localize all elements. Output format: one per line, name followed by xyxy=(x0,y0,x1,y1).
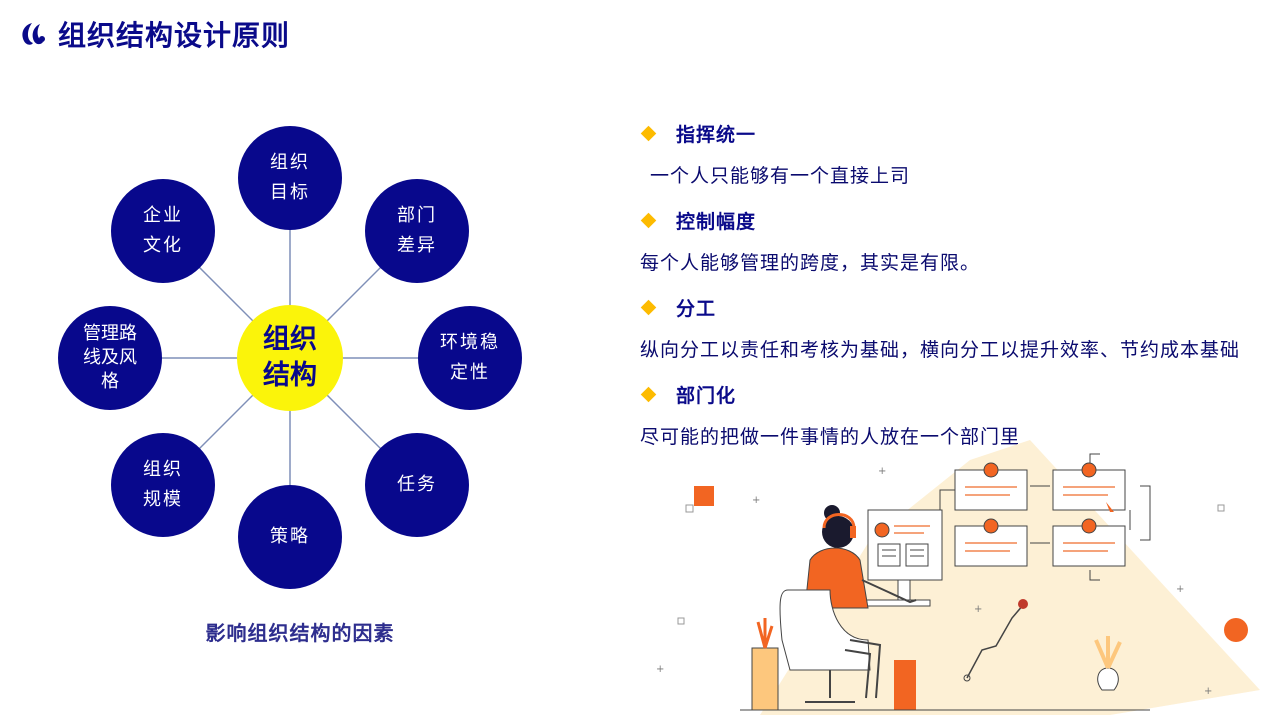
computer-monitor xyxy=(819,509,943,607)
diamond-bullet-icon xyxy=(640,212,657,228)
principle-description: 纵向分工以责任和考核为基础，横向分工以提升效率、节约成本基础 xyxy=(640,339,1241,361)
factor-node-goal: 组织 目标 xyxy=(238,126,342,230)
user-avatar-icon xyxy=(1081,518,1097,534)
svg-text:+: + xyxy=(878,466,886,477)
plant-pot-left xyxy=(751,647,779,711)
diamond-bullet-icon xyxy=(640,125,657,141)
svg-text:+: + xyxy=(1204,686,1212,697)
small-square-deco xyxy=(685,504,694,513)
principle-heading: 部门化 xyxy=(640,379,1280,409)
diamond-bullet-icon xyxy=(640,386,657,402)
principle-title: 分工 xyxy=(676,297,717,320)
user-avatar-icon xyxy=(983,462,999,478)
desk-lamp xyxy=(966,603,1025,679)
principle-heading: 指挥统一 xyxy=(640,118,1280,148)
title-bar: 组织结构设计原则 xyxy=(18,14,290,54)
diagram-caption: 影响组织结构的因素 xyxy=(205,621,395,645)
factor-node-department-difference: 部门 差异 xyxy=(365,179,469,283)
factor-node-task: 任务 xyxy=(365,433,469,537)
principle-heading: 分工 xyxy=(640,292,1280,322)
small-square-deco xyxy=(677,617,685,625)
principle-title: 控制幅度 xyxy=(676,210,757,233)
office-worker-illustration: + + + + + + + xyxy=(640,440,1280,720)
user-avatar-icon xyxy=(1081,462,1097,478)
plant-pot-right xyxy=(1097,667,1119,691)
person-head xyxy=(822,516,854,548)
cursor-arrow-icon xyxy=(1106,502,1114,512)
svg-text:+: + xyxy=(1176,584,1184,595)
principle-description: 一个人只能够有一个直接上司 xyxy=(650,165,911,187)
brand-logo-icon xyxy=(22,23,45,45)
page-title: 组织结构设计原则 xyxy=(58,19,291,52)
factor-node-culture: 企业 文化 xyxy=(111,179,215,283)
svg-text:+: + xyxy=(974,604,982,615)
plant-right-icon xyxy=(1094,636,1122,669)
orange-block-deco xyxy=(894,660,916,710)
plant-left-icon xyxy=(756,618,774,649)
small-square-deco xyxy=(1217,504,1225,512)
lamp-head-icon xyxy=(1018,599,1028,609)
profile-cards xyxy=(954,462,1126,567)
orange-square-deco xyxy=(694,486,714,506)
principle-description: 每个人能够管理的跨度，其实是有限。 xyxy=(640,252,981,274)
principle-description: 尽可能的把做一件事情的人放在一个部门里 xyxy=(640,426,1021,448)
principles-list: 指挥统一 一个人只能够有一个直接上司 控制幅度 每个人能够管理的跨度，其实是有限… xyxy=(640,118,1280,466)
factors-diagram: 组织 目标 部门 差异 环境稳 定性 任务 策略 组织 规模 管理路 线及风 格… xyxy=(40,110,560,610)
factor-node-environment-stability: 环境稳 定性 xyxy=(418,306,522,410)
light-beam-shape xyxy=(760,440,1260,715)
user-avatar-icon xyxy=(983,518,999,534)
principle-heading: 控制幅度 xyxy=(640,205,1280,235)
person-with-headset xyxy=(779,505,917,703)
factor-node-strategy: 策略 xyxy=(238,485,342,589)
factor-node-management-style: 管理路 线及风 格 xyxy=(58,306,162,410)
illustration-graphic: + + + + + + + xyxy=(656,440,1260,715)
svg-text:+: + xyxy=(752,495,760,506)
orange-circle-deco xyxy=(1224,618,1248,642)
diamond-bullet-icon xyxy=(640,299,657,315)
headset-icon xyxy=(822,513,856,529)
center-node-org-structure: 组织 结构 xyxy=(237,305,343,411)
factor-node-scale: 组织 规模 xyxy=(111,433,215,537)
principle-title: 部门化 xyxy=(676,384,737,407)
svg-text:+: + xyxy=(656,664,664,675)
principle-title: 指挥统一 xyxy=(676,123,757,146)
